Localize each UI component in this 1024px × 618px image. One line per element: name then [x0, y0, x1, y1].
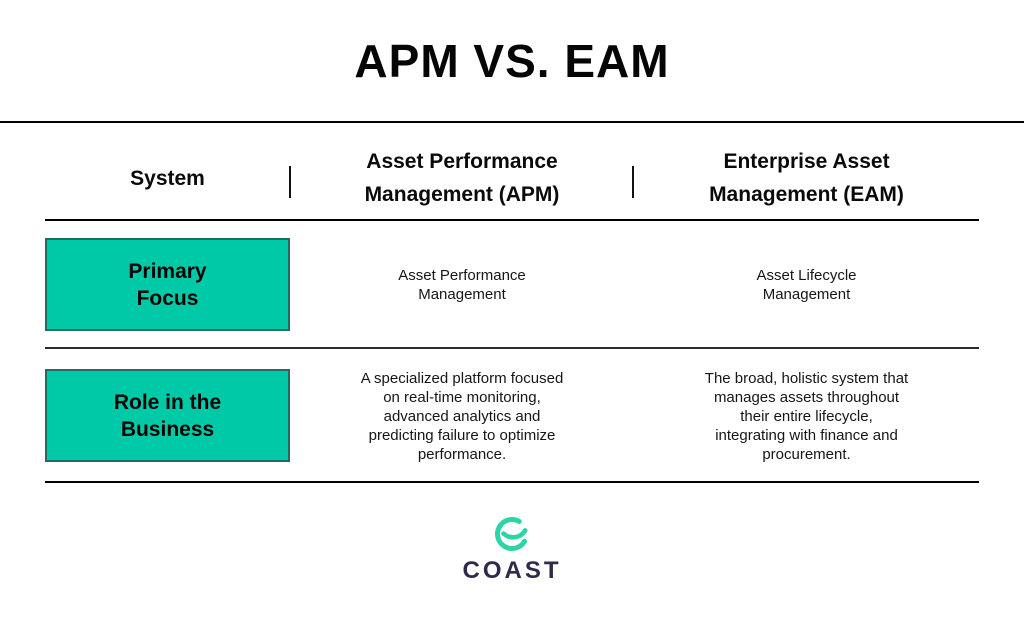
page-title: APM VS. EAM [354, 35, 670, 87]
header-divider-2 [632, 166, 634, 198]
header-system: System [130, 166, 205, 190]
divider-row [45, 347, 979, 349]
row-label-role-in-business: Role in the Business [45, 369, 290, 462]
header-apm: Asset Performance Management (APM) [364, 150, 560, 206]
cell-apm-primary-focus: Asset Performance Management [398, 266, 526, 303]
divider-header [45, 219, 979, 221]
header-eam: Enterprise Asset Management (EAM) [709, 150, 904, 206]
cell-eam-primary-focus: Asset Lifecycle Management [756, 266, 857, 303]
row-label-primary-focus: Primary Focus [45, 238, 290, 331]
divider-bottom [45, 481, 979, 483]
coast-logo: COAST [0, 513, 1024, 585]
header-divider-1 [289, 166, 291, 198]
divider-top [0, 121, 1024, 123]
table-header-row: System Asset Performance Management (APM… [45, 145, 979, 211]
table-row-primary-focus: Primary Focus Asset Performance Manageme… [45, 238, 979, 331]
coast-smile-ring-icon [495, 517, 528, 551]
cell-eam-role-in-business: The broad, holistic system that manages … [704, 370, 909, 463]
cell-apm-role-in-business: A specialized platform focused on real-t… [360, 370, 564, 463]
table-row-role-in-business: Role in the Business A specialized platf… [45, 369, 979, 463]
coast-wordmark: COAST [462, 557, 562, 584]
